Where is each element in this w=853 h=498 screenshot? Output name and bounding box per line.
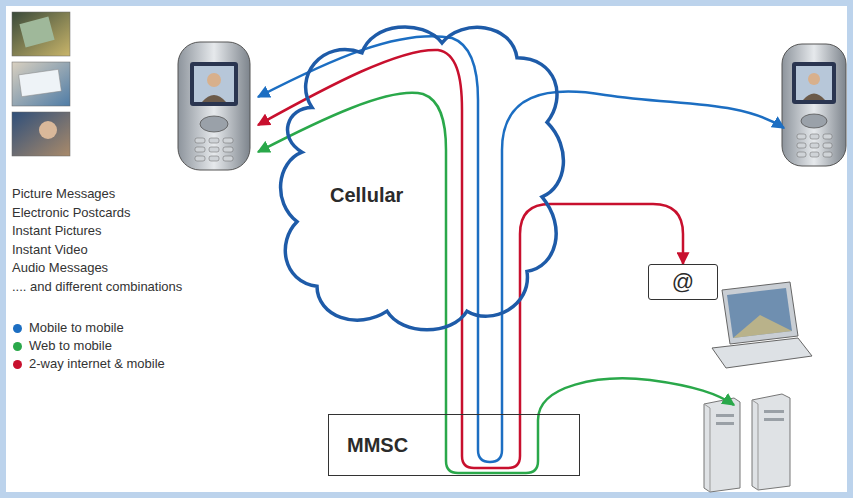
- thumbnail-face: [39, 121, 57, 139]
- legend-label: 2-way internet & mobile: [29, 356, 165, 372]
- feature-item: Audio Messages: [12, 260, 108, 276]
- cloud-outline: [272, 18, 572, 336]
- mobile-phone: [782, 44, 846, 166]
- feature-item: .... and different combinations: [12, 279, 182, 295]
- flow-connector: [520, 204, 683, 414]
- mobile-phone: [178, 42, 250, 170]
- feature-item: Electronic Postcards: [12, 205, 131, 221]
- thumbnail: [12, 112, 70, 156]
- thumbnail: [12, 62, 70, 106]
- thumbnail-card: [19, 69, 62, 96]
- server-box: MMSC: [328, 414, 580, 476]
- feature-item: Instant Video: [12, 242, 88, 258]
- network-cloud: Cellular: [272, 18, 572, 336]
- flow-line: [258, 93, 734, 473]
- laptop: [712, 282, 812, 368]
- server-box: @: [648, 264, 718, 300]
- node-label: Cellular: [330, 184, 403, 207]
- feature-item: Picture Messages: [12, 186, 115, 202]
- legend-label: Mobile to mobile: [29, 320, 124, 336]
- legend-label: Web to mobile: [29, 338, 112, 354]
- thumbnail: [12, 12, 70, 56]
- server-tower: [704, 398, 740, 492]
- legend-swatch: [13, 342, 22, 351]
- legend-swatch: [13, 324, 22, 333]
- legend-swatch: [13, 360, 22, 369]
- thumbnail-phone: [19, 17, 54, 48]
- node-label: @: [672, 269, 694, 295]
- page-ground: [6, 6, 847, 492]
- flow-line: [258, 36, 784, 462]
- node-label: MMSC: [347, 434, 408, 457]
- server-tower: [752, 394, 790, 490]
- feature-item: Instant Pictures: [12, 223, 102, 239]
